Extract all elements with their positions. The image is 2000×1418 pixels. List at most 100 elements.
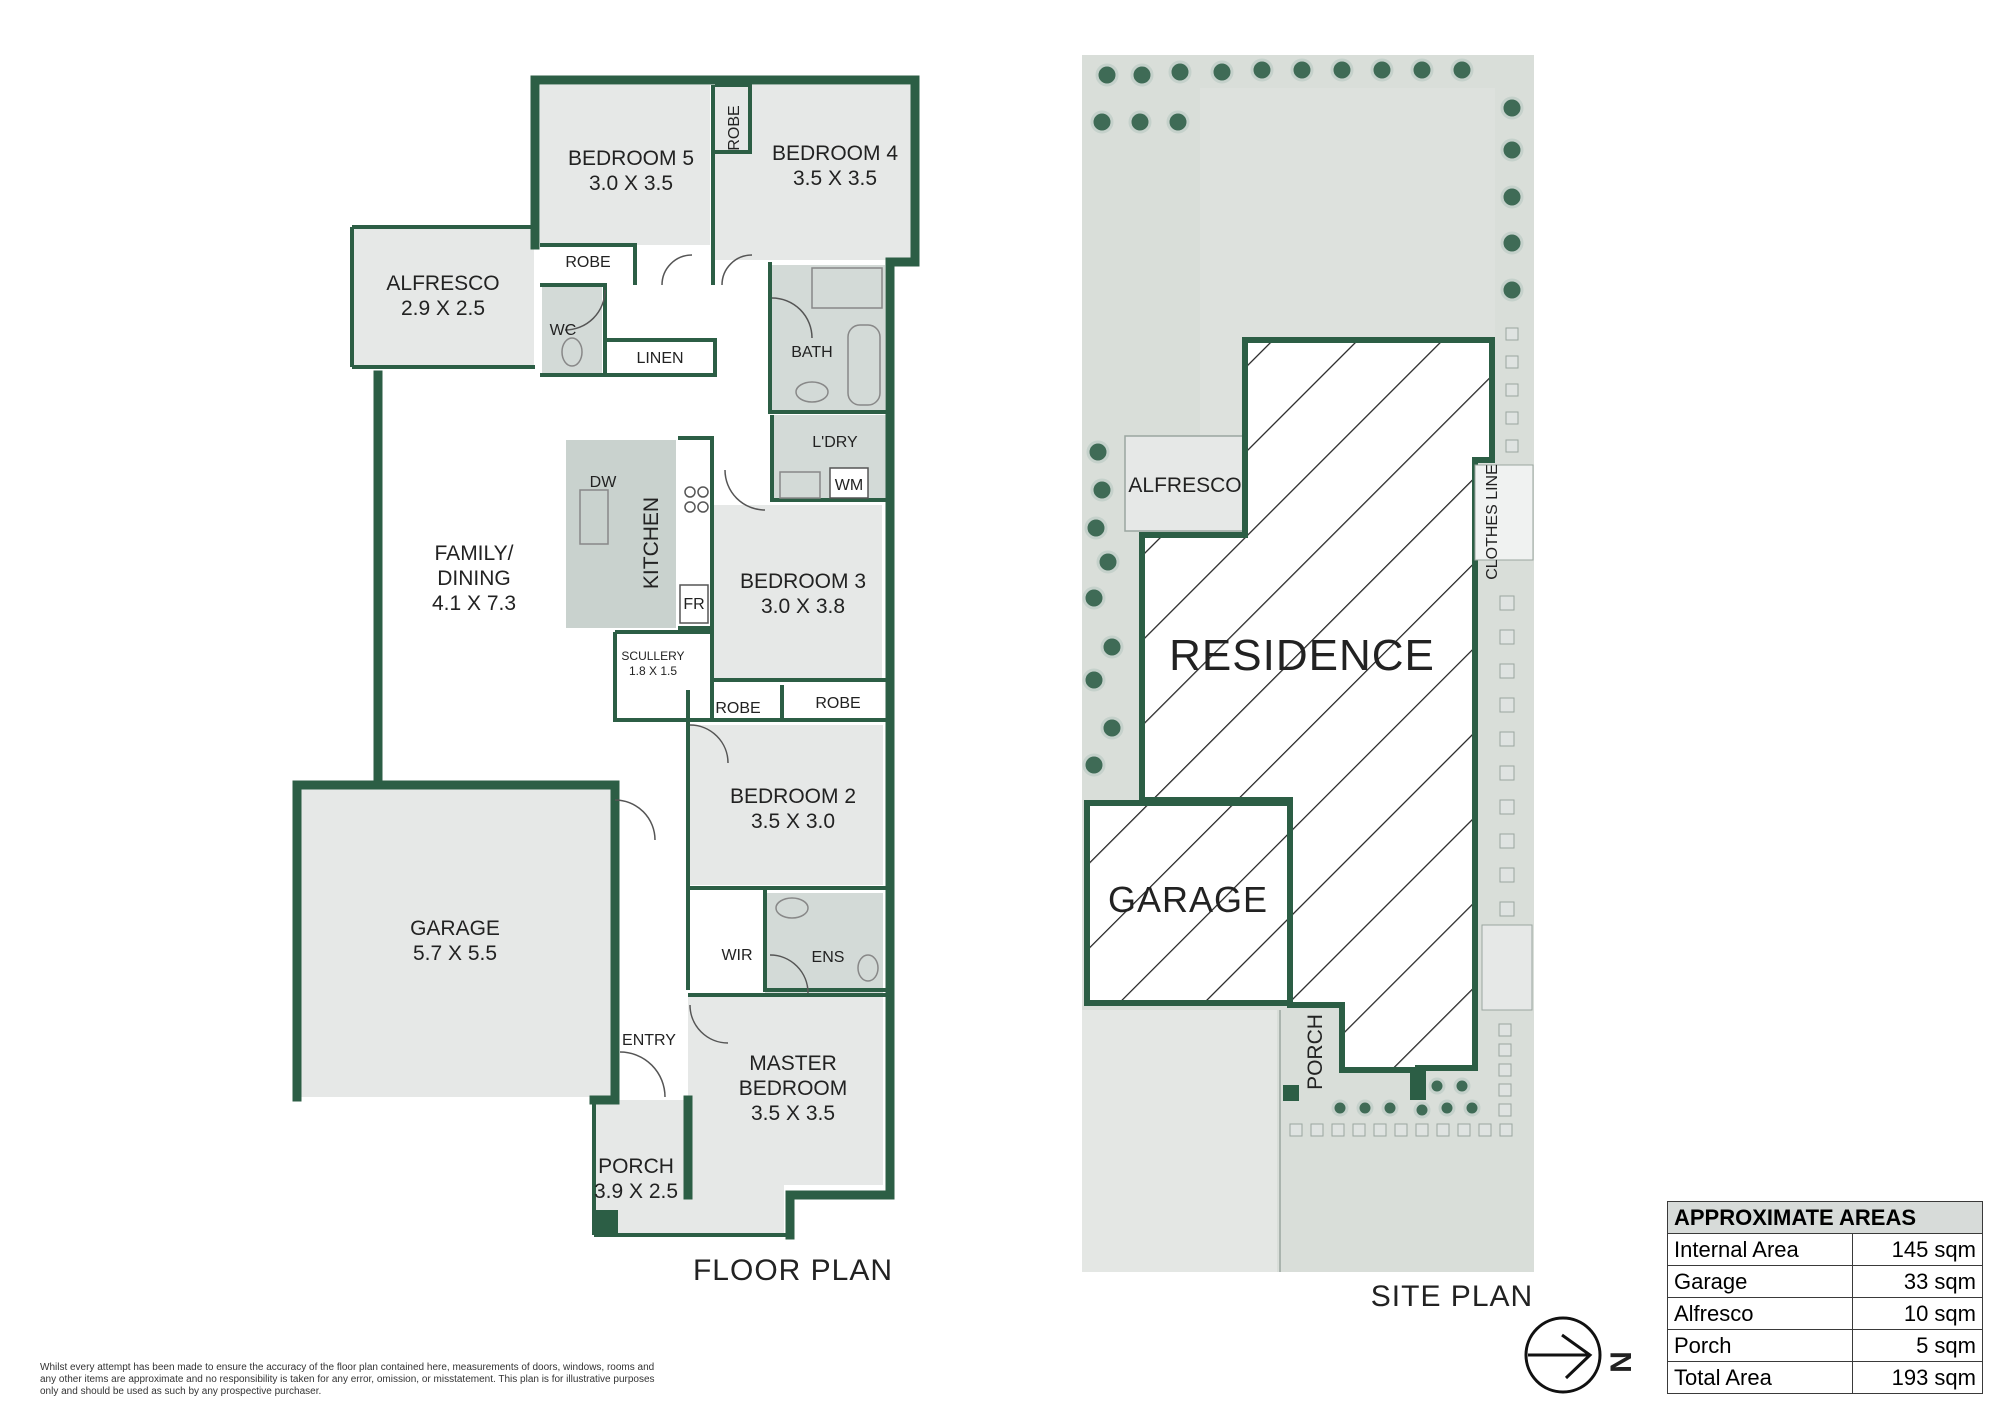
ensuite-basin-fixture: [775, 897, 809, 919]
ensuite-floor: [765, 893, 883, 993]
porch-column: [592, 1210, 618, 1235]
paver: [1478, 1123, 1492, 1137]
paver: [1505, 411, 1519, 425]
paver: [1499, 731, 1515, 747]
kitchen-floor: [566, 440, 676, 628]
bathtub-fixture: [847, 324, 881, 406]
dw-label: DW: [590, 474, 618, 491]
paver: [1331, 1123, 1345, 1137]
area-value: 10 sqm: [1851, 1297, 1984, 1330]
area-value: 5 sqm: [1851, 1329, 1984, 1362]
tree-icon: [1370, 58, 1394, 82]
driveway-area: [1082, 1010, 1277, 1272]
table-row: Total Area 193 sqm: [1667, 1361, 1984, 1394]
site-trees: [1082, 58, 1524, 1119]
robe-b3-label: ROBE: [815, 695, 860, 712]
tree-icon: [1413, 1101, 1431, 1119]
tree-icon: [1096, 550, 1120, 574]
robe-b4-label: ROBE: [726, 105, 743, 150]
tree-icon: [1356, 1099, 1374, 1117]
paver: [1499, 595, 1515, 611]
area-value: 145 sqm: [1851, 1233, 1984, 1266]
linen-wall: [605, 338, 717, 377]
tree-icon: [1381, 1099, 1399, 1117]
paver: [1310, 1123, 1324, 1137]
site-entry-column: [1410, 1070, 1426, 1100]
tree-icon: [1463, 1099, 1481, 1117]
garage-door: [614, 799, 656, 841]
tree-icon: [1500, 96, 1524, 120]
areas-heading-row: APPROXIMATE AREAS: [1667, 1201, 1983, 1234]
table-row: Alfresco 10 sqm: [1667, 1297, 1984, 1330]
robe-b4-wall: [715, 83, 752, 154]
tree-icon: [1290, 58, 1314, 82]
tree-icon: [1084, 516, 1108, 540]
site-porch-column: [1283, 1085, 1299, 1101]
paver: [1499, 901, 1515, 917]
tree-icon: [1500, 231, 1524, 255]
tree-icon: [1330, 58, 1354, 82]
bedroom4-size: 3.5 X 3.5: [793, 167, 877, 190]
area-value: 193 sqm: [1851, 1361, 1984, 1394]
paver: [1499, 799, 1515, 815]
garage-north-east-wall: [292, 780, 620, 1105]
laundry-wall: [770, 415, 890, 502]
cooktop-burner: [697, 501, 709, 513]
bedroom5-size: 3.0 X 3.5: [589, 172, 673, 195]
table-row: Internal Area 145 sqm: [1667, 1233, 1984, 1266]
bedroom2-floor: [688, 725, 883, 885]
shower-fixture: [811, 267, 883, 309]
site-plan: ALFRESCO RESIDENCE GARAGE PORCH CLOTHES …: [1082, 55, 1638, 1394]
paver: [1499, 765, 1515, 781]
bedroom3-label: BEDROOM 3: [740, 570, 866, 593]
scullery-size: 1.8 X 1.5: [629, 664, 677, 678]
family-label-line1: FAMILY/: [435, 542, 514, 565]
ensuite-wall: [763, 888, 888, 992]
areas-table: APPROXIMATE AREAS Internal Area 145 sqm …: [1667, 1201, 1984, 1394]
tree-icon: [1090, 110, 1114, 134]
master-door: [689, 1004, 729, 1044]
tree-icon: [1331, 1099, 1349, 1117]
garage-floor: [297, 785, 615, 1097]
robe-b5-label: ROBE: [565, 254, 610, 271]
floor-plan-title: FLOOR PLAN: [693, 1254, 893, 1287]
paver: [1498, 1083, 1512, 1097]
tree-icon: [1438, 1099, 1456, 1117]
paver: [1352, 1123, 1366, 1137]
wm-label: WM: [835, 477, 863, 494]
north-arrow-head-icon: [1561, 1333, 1593, 1380]
paver: [1289, 1123, 1303, 1137]
entry-door: [619, 1051, 666, 1098]
family-size: 4.1 X 7.3: [432, 592, 516, 615]
paver: [1505, 327, 1519, 341]
cooktop-burner: [684, 486, 696, 498]
site-plan-title: SITE PLAN: [1371, 1280, 1533, 1313]
residence-label: RESIDENCE: [1169, 631, 1435, 680]
table-row: Porch 5 sqm: [1667, 1329, 1984, 1362]
areas-heading: APPROXIMATE AREAS: [1667, 1201, 1983, 1234]
entry-label: ENTRY: [622, 1032, 676, 1049]
alfresco-size: 2.9 X 2.5: [401, 297, 485, 320]
cooktop-burner: [684, 501, 696, 513]
ensuite-door: [769, 954, 809, 994]
paver: [1415, 1123, 1429, 1137]
tree-icon: [1500, 185, 1524, 209]
paver: [1436, 1123, 1450, 1137]
tree-icon: [1450, 58, 1474, 82]
bedroom5-label: BEDROOM 5: [568, 147, 694, 170]
washing-machine-box: [829, 467, 869, 499]
toilet-fixture: [561, 337, 583, 367]
paver: [1373, 1123, 1387, 1137]
tree-icon: [1500, 138, 1524, 162]
paver: [1505, 439, 1519, 453]
tree-icon: [1082, 668, 1106, 692]
garage-label: GARAGE: [410, 917, 500, 940]
paver: [1499, 833, 1515, 849]
tree-icon: [1090, 478, 1114, 502]
bath-floor: [770, 265, 885, 410]
tree-icon: [1086, 440, 1110, 464]
scullery-label: SCULLERY: [621, 649, 684, 663]
site-porch-label: PORCH: [1304, 1014, 1327, 1090]
bath-wall: [768, 262, 890, 414]
